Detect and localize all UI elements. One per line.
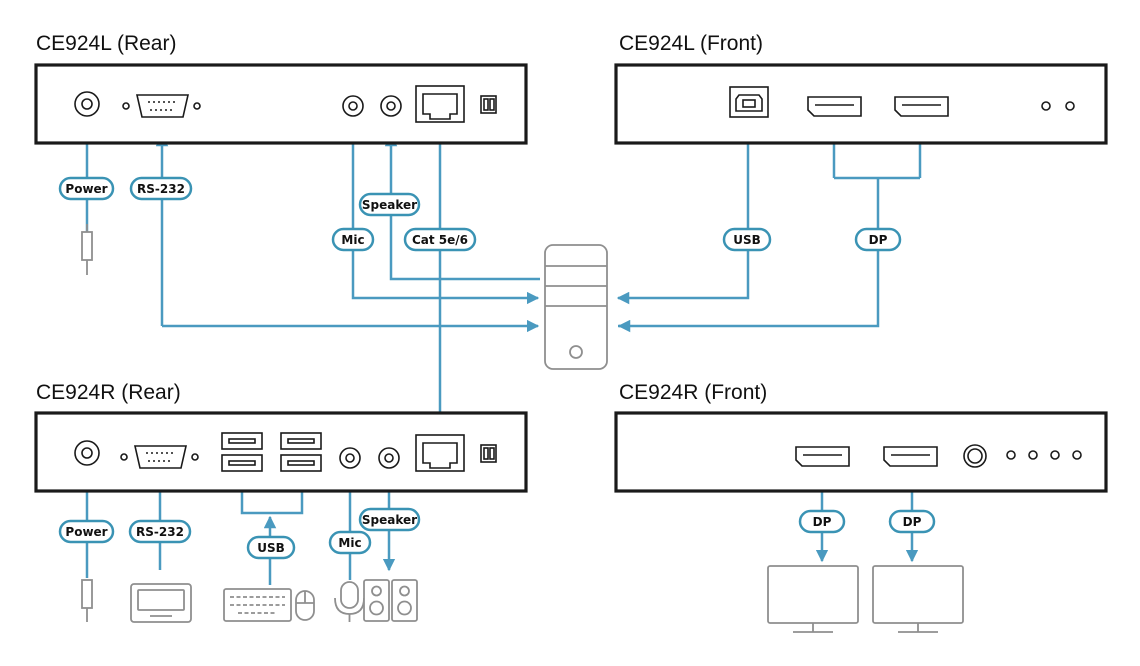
svg-text:Mic: Mic — [338, 536, 361, 550]
led-icon — [1065, 101, 1075, 111]
label-mic-r: Mic — [328, 530, 372, 555]
keyboard-icon — [223, 588, 292, 622]
wire-l-mic — [351, 123, 540, 305]
wire-r-usb-bracket — [240, 480, 304, 515]
dip-switch-icon — [480, 444, 497, 463]
power-plug-icon — [81, 579, 93, 622]
mic-jack-icon — [342, 95, 364, 117]
speakers-icon — [363, 579, 418, 622]
rj45-port-icon — [415, 434, 465, 472]
panel-ce924r-front — [614, 411, 1108, 493]
speaker-jack-icon — [380, 95, 402, 117]
audio-jack-icon — [963, 444, 987, 468]
title-ce924l-front: CE924L (Front) — [619, 32, 763, 55]
svg-text:Power: Power — [65, 182, 107, 196]
speaker-jack-icon — [378, 447, 400, 469]
wire-l-usb — [616, 124, 750, 305]
rj45-port-icon — [415, 85, 465, 123]
label-rs232-l: RS-232 — [129, 176, 193, 201]
svg-text:Speaker: Speaker — [362, 513, 417, 527]
title-ce924r-front: CE924R (Front) — [619, 381, 767, 404]
svg-text:RS-232: RS-232 — [136, 525, 184, 539]
monitor-icon — [767, 565, 859, 633]
microphone-icon — [334, 581, 365, 622]
label-rs232-r: RS-232 — [128, 519, 192, 544]
dip-switch-icon — [480, 95, 497, 114]
svg-text:Power: Power — [65, 525, 107, 539]
label-cat: Cat 5e/6 — [403, 227, 477, 252]
label-speaker-l: Speaker — [358, 192, 421, 217]
computer-tower-icon — [544, 244, 608, 370]
displayport-icon — [883, 446, 938, 467]
serial-port-icon — [120, 445, 199, 469]
led-icon — [1072, 450, 1082, 460]
monitor-icon — [872, 565, 964, 633]
displayport-icon — [894, 96, 949, 117]
mic-jack-icon — [339, 447, 361, 469]
led-icon — [1050, 450, 1060, 460]
svg-text:Mic: Mic — [341, 233, 364, 247]
displayport-icon — [795, 446, 850, 467]
usb-b-port-icon — [729, 86, 769, 118]
label-dp-r2: DP — [888, 509, 936, 534]
wires — [85, 122, 927, 585]
label-dp-r1: DP — [798, 509, 846, 534]
title-ce924l-rear: CE924L (Rear) — [36, 32, 176, 55]
wire-l-dp-to-pc — [618, 178, 880, 328]
svg-text:RS-232: RS-232 — [137, 182, 185, 196]
title-ce924r-rear: CE924R (Rear) — [36, 381, 181, 404]
power-plug-icon — [81, 224, 93, 275]
label-power-r: Power — [58, 519, 115, 544]
label-speaker-r: Speaker — [358, 507, 421, 532]
led-icon — [1028, 450, 1038, 460]
label-usb-r: USB — [246, 535, 296, 560]
svg-text:USB: USB — [733, 233, 761, 247]
label-dp-l: DP — [854, 227, 902, 252]
usb-a-ports-icon — [221, 432, 322, 472]
label-mic-l: Mic — [331, 227, 375, 252]
svg-text:DP: DP — [813, 515, 832, 529]
led-icon — [1041, 101, 1051, 111]
serial-port-icon — [122, 94, 201, 118]
displayport-icon — [807, 96, 862, 117]
label-power-l: Power — [58, 176, 115, 201]
mouse-icon — [295, 590, 315, 621]
wire-l-speaker — [384, 133, 540, 281]
svg-text:DP: DP — [869, 233, 888, 247]
svg-text:Speaker: Speaker — [362, 198, 417, 212]
led-icon — [1006, 450, 1016, 460]
serial-terminal-icon — [130, 583, 192, 623]
label-usb-l: USB — [722, 227, 772, 252]
power-jack-icon — [74, 440, 100, 466]
svg-text:USB: USB — [257, 541, 285, 555]
power-jack-icon — [74, 91, 100, 117]
svg-text:DP: DP — [903, 515, 922, 529]
svg-text:Cat 5e/6: Cat 5e/6 — [412, 233, 468, 247]
